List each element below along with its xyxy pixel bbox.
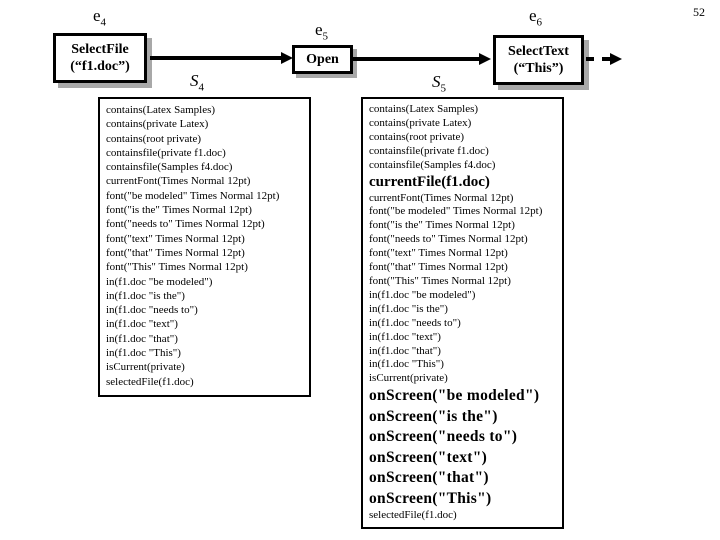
fact-line: selectedFile(f1.doc): [369, 509, 457, 522]
event-name: e: [315, 20, 323, 39]
event-action-label: SelectFile: [71, 42, 129, 57]
event-box-selecttext: SelectText (“This”): [493, 35, 584, 85]
fact-line: in(f1.doc "be modeled"): [106, 275, 213, 288]
fact-line: font("that" Times Normal 12pt): [106, 246, 245, 259]
state-label-s4: S4: [190, 71, 204, 93]
fact-line: currentFont(Times Normal 12pt): [106, 175, 251, 188]
fact-line: font("needs to" Times Normal 12pt): [106, 218, 265, 231]
state-label-s5: S5: [432, 72, 446, 94]
event-action-label: Open: [306, 52, 339, 67]
event-box-open: Open: [292, 45, 353, 74]
event-label-e4: e4: [93, 6, 106, 28]
event-argument-label: (“f1.doc”): [70, 59, 130, 74]
state-name: S: [432, 72, 441, 91]
fact-line: contains(root private): [369, 130, 464, 143]
fact-line: in(f1.doc "text"): [369, 330, 441, 343]
fact-line: selectedFile(f1.doc): [106, 375, 194, 388]
fact-line: containsfile(private f1.doc): [106, 146, 226, 159]
event-name: e: [93, 6, 101, 25]
fact-line: contains(private Latex): [369, 116, 472, 129]
fact-line: font("This" Times Normal 12pt): [106, 261, 248, 274]
event-label-e6: e6: [529, 6, 542, 28]
state-name: S: [190, 71, 199, 90]
event-argument-label: (“This”): [513, 61, 564, 76]
event-name: e: [529, 6, 537, 25]
fact-line: in(f1.doc "is the"): [369, 302, 448, 315]
transition-arrow-1-line: [150, 56, 282, 60]
event-subscript: 6: [536, 16, 543, 29]
transition-arrow-3-head-icon: [610, 53, 622, 65]
fact-line: in(f1.doc "be modeled"): [369, 288, 476, 301]
fact-line: contains(private Latex): [106, 118, 209, 131]
state-subscript: 5: [440, 82, 447, 95]
fact-line: contains(root private): [106, 132, 201, 145]
fact-line: contains(Latex Samples): [369, 103, 479, 115]
fact-line: in(f1.doc "This"): [369, 358, 444, 371]
fact-line: currentFile(f1.doc): [369, 173, 490, 190]
fact-line: onScreen("This"): [369, 489, 492, 507]
event-action-label: SelectText: [508, 44, 569, 59]
event-subscript: 5: [322, 30, 329, 43]
fact-line: font("is the" Times Normal 12pt): [369, 219, 515, 232]
event-subscript: 4: [100, 16, 107, 29]
transition-arrow-2-head-icon: [479, 53, 491, 65]
fact-line: font("needs to" Times Normal 12pt): [369, 233, 528, 246]
fact-line: font("be modeled" Times Normal 12pt): [369, 205, 543, 218]
fact-line: font("be modeled" Times Normal 12pt): [106, 189, 280, 202]
fact-line: onScreen("text"): [369, 448, 488, 466]
fact-line: in(f1.doc "that"): [106, 332, 178, 345]
event-label-e5: e5: [315, 20, 328, 42]
fact-line: currentFont(Times Normal 12pt): [369, 191, 514, 204]
state-box-s4: contains(Latex Samples) contains(private …: [98, 97, 311, 397]
fact-line: onScreen("be modeled"): [369, 387, 540, 405]
fact-line: font("text" Times Normal 12pt): [106, 232, 245, 245]
fact-line: containsfile(Samples f4.doc): [106, 161, 233, 174]
transition-arrow-3-dashed-line: [586, 57, 610, 61]
fact-line: font("that" Times Normal 12pt): [369, 261, 508, 274]
fact-line: onScreen("that"): [369, 469, 489, 487]
fact-line: in(f1.doc "that"): [369, 344, 441, 357]
fact-line: onScreen("is the"): [369, 407, 498, 425]
fact-line: font("text" Times Normal 12pt): [369, 247, 508, 260]
fact-line: font("is the" Times Normal 12pt): [106, 204, 252, 217]
fact-line: in(f1.doc "text"): [106, 318, 178, 331]
fact-line: isCurrent(private): [106, 361, 185, 374]
fact-line: contains(Latex Samples): [106, 104, 216, 116]
transition-arrow-2-line: [353, 57, 479, 61]
state-box-s5: contains(Latex Samples)contains(private …: [361, 97, 564, 529]
fact-line: isCurrent(private): [369, 372, 448, 385]
fact-line: in(f1.doc "needs to"): [369, 316, 461, 329]
fact-line: containsfile(Samples f4.doc): [369, 158, 496, 171]
fact-line: font("This" Times Normal 12pt): [369, 274, 511, 287]
page-number: 52: [693, 5, 705, 19]
state-subscript: 4: [198, 81, 205, 94]
fact-line: onScreen("needs to"): [369, 428, 518, 446]
event-box-selectfile: SelectFile (“f1.doc”): [53, 33, 147, 83]
fact-line: in(f1.doc "needs to"): [106, 304, 198, 317]
fact-line: in(f1.doc "This"): [106, 347, 181, 360]
fact-line: in(f1.doc "is the"): [106, 289, 185, 302]
fact-line: containsfile(private f1.doc): [369, 144, 489, 157]
transition-arrow-1-head-icon: [281, 52, 293, 64]
